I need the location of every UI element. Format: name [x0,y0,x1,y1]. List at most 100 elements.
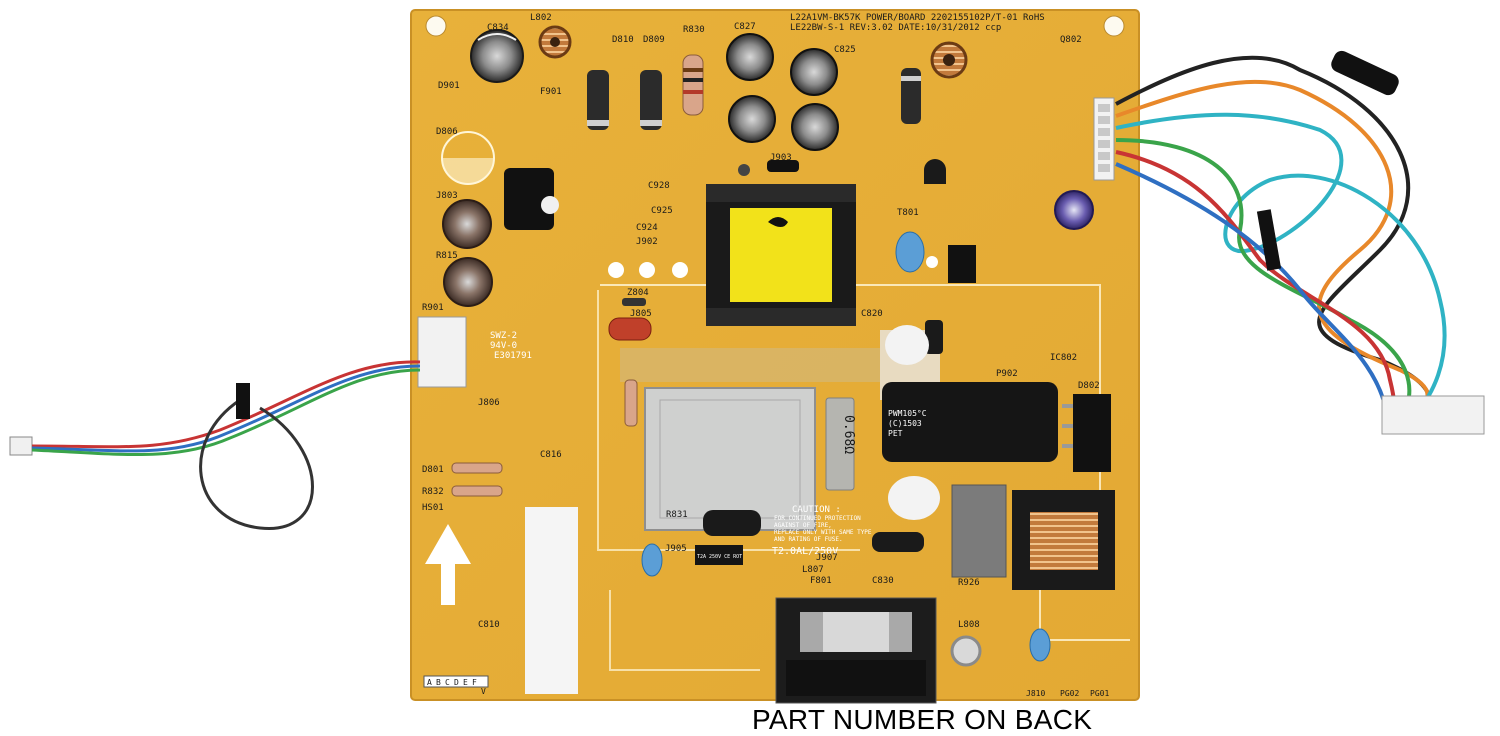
svg-text:J905: J905 [665,544,687,554]
svg-text:HS01: HS01 [422,503,444,513]
capacitor-marking-3: PET [888,429,903,438]
svg-text:R926: R926 [958,578,980,588]
capacitor-c928-footprint [441,131,495,185]
caution-line-1: FOR CONTINUED PROTECTION [774,515,861,522]
svg-text:C: C [445,678,450,687]
svg-text:IC802: IC802 [1050,353,1077,363]
left-cable [9,360,421,530]
svg-text:C834: C834 [487,23,509,33]
part-number-caption: PART NUMBER ON BACK [752,704,1093,735]
capacitor-small-l804 [925,320,943,354]
svg-text:R832: R832 [422,487,444,497]
resistor-0-68-ohm: 0.68Ω [825,397,856,491]
capacitor-c831 [1029,628,1051,662]
caution-title: CAUTION : [792,505,841,515]
diode-z804 [767,160,799,172]
svg-text:F801: F801 [810,576,832,586]
glue-blobs [885,325,940,520]
diode-d809 [640,70,662,130]
svg-text:PG02: PG02 [1060,689,1079,698]
capacitor-c826 [1054,190,1094,230]
diode-d806 [901,68,921,124]
svg-text:D801: D801 [422,465,444,475]
svg-text:V: V [481,687,486,696]
svg-text:F901: F901 [540,87,562,97]
svg-text:L807: L807 [802,565,824,575]
capacitor-marking: PWM105°C [888,409,927,418]
svg-text:C924: C924 [636,223,658,233]
svg-text:C928: C928 [648,181,670,191]
connector-p902 [417,316,467,388]
optocoupler-ic802 [948,245,976,283]
svg-text:D806: D806 [436,127,458,137]
transistor-i803 [924,159,946,184]
capacitor-c830 [641,543,663,577]
svg-text:C810: C810 [478,620,500,630]
capacitor-c828 [728,95,776,143]
svg-text:94V-0: 94V-0 [490,341,517,351]
ul-marking: SWZ-2 94V-0 E301791 [490,331,532,361]
svg-text:J902: J902 [636,237,658,247]
capacitor-c817 [608,317,652,341]
svg-text:R831: R831 [666,510,688,520]
inductor-l802 [538,25,572,59]
svg-text:R815: R815 [436,251,458,261]
svg-text:E301791: E301791 [494,351,532,361]
svg-text:Q802: Q802 [1060,35,1082,45]
svg-text:A: A [427,678,432,687]
capacitor-c820 [895,231,925,273]
capacitor-c924 [443,257,493,307]
bridge-rectifier-d801 [1062,394,1111,472]
svg-text:D: D [454,678,459,687]
svg-text:C827: C827 [734,22,756,32]
heatsink-hs01 [644,387,816,531]
diode-d802 [622,298,646,306]
common-mode-choke-l805 [1012,490,1115,590]
caution-line-2: AGAINST OF FIRE, [774,522,832,529]
capacitor-c816: PWM105°C (C)1503 PET [882,382,1058,462]
svg-text:J803: J803 [436,191,458,201]
svg-text:D901: D901 [438,81,460,91]
resistor-marking: 0.68Ω [841,415,856,454]
resistor-r925 [451,462,503,474]
svg-text:C830: C830 [872,576,894,586]
right-cable-harness [1115,50,1485,435]
diode-d810 [587,70,609,130]
mosfet-black-component [504,168,559,230]
inductor-l807 [703,510,761,536]
fuse-f801: T2A 250V CE ROT [695,545,743,565]
grid-letters: A B C D E F V [423,675,489,696]
ac-inlet-connector [775,597,937,704]
svg-text:D809: D809 [643,35,665,45]
svg-text:D810: D810 [612,35,634,45]
inductor-l803 [930,41,968,79]
resistor-r926 [451,485,503,497]
capacitor-c810 [951,484,1007,578]
svg-text:E: E [463,678,468,687]
svg-text:PG01: PG01 [1090,689,1109,698]
svg-text:D802: D802 [1078,381,1100,391]
resistor-r830 [682,54,704,116]
svg-text:P902: P902 [996,369,1018,379]
svg-text:SWZ-2: SWZ-2 [490,331,517,341]
svg-text:F: F [472,678,477,687]
svg-text:C816: C816 [540,450,562,460]
svg-text:C825: C825 [834,45,856,55]
connector-p802 [1093,97,1115,181]
svg-text:L808: L808 [958,620,980,630]
svg-text:Z804: Z804 [627,288,649,298]
svg-text:B: B [436,678,441,687]
capacitor-c825 [790,48,838,96]
up-arrow-icon [425,524,471,605]
svg-text:C925: C925 [651,206,673,216]
caution-line-3: REPLACE ONLY WITH SAME TYPE [774,529,872,536]
svg-text:C820: C820 [861,309,883,319]
capacitor-c834 [470,29,524,83]
caution-line-4: AND RATING OF FUSE. [774,536,843,543]
board-header-line1: L22A1VM-BK57K POWER/BOARD 2202155102P/T-… [790,13,1045,23]
board-header-line2: LE22BW-S-1 REV:3.02 DATE:10/31/2012 ccp [790,23,1001,33]
svg-text:L802: L802 [530,13,552,23]
svg-text:J805: J805 [630,309,652,319]
label-sticker [525,507,578,694]
